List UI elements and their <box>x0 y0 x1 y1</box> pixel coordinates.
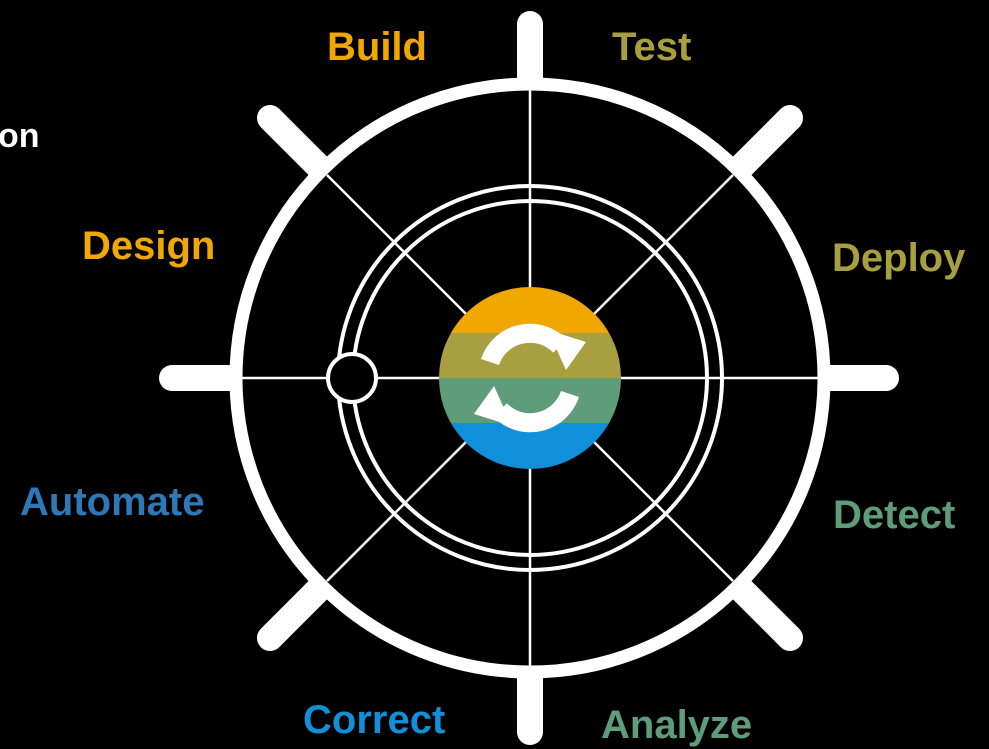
handle-bottom-right <box>720 568 803 651</box>
label-correct: Correct <box>303 698 446 742</box>
handle-top-left <box>257 105 340 188</box>
handle-top-right <box>720 105 803 188</box>
hub <box>439 287 621 469</box>
label-detect: Detect <box>833 493 956 537</box>
handle-bottom-left <box>257 568 340 651</box>
label-test: Test <box>612 25 692 69</box>
refresh-cycle-icon <box>480 323 580 433</box>
label-build: Build <box>327 25 427 69</box>
position-marker <box>326 352 378 404</box>
refresh-arrowheads <box>474 330 586 426</box>
partial-title-text: on <box>0 117 40 155</box>
label-automate: Automate <box>20 480 205 524</box>
label-deploy: Deploy <box>832 236 966 280</box>
label-design: Design <box>82 224 216 268</box>
label-analyze: Analyze <box>601 703 753 747</box>
